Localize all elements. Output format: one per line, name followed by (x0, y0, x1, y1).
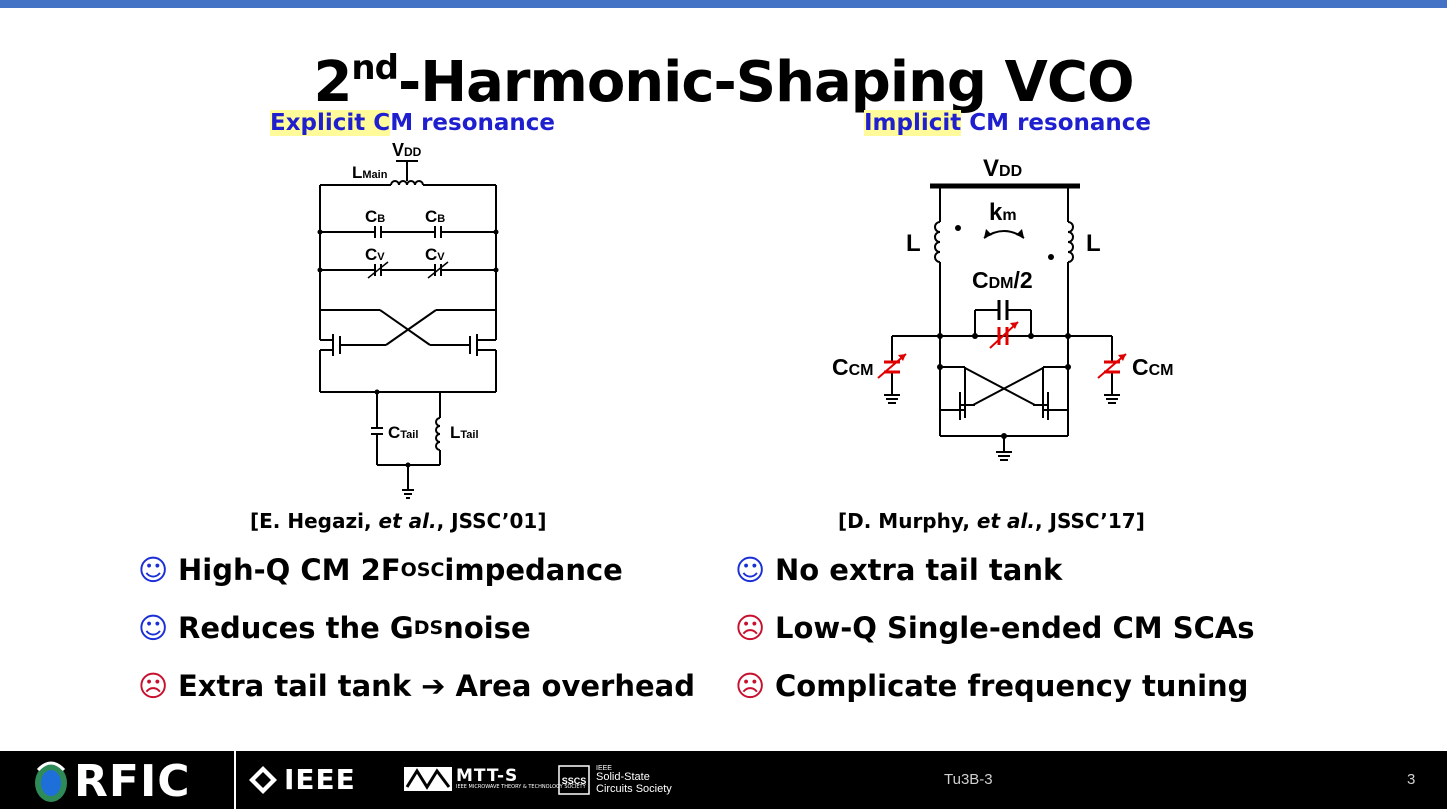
left-ctail-label: CTail (388, 423, 418, 442)
rfic-logo: RFIC (34, 755, 191, 807)
frown-icon: ☹ (735, 611, 766, 645)
left-subheading-highlight: Explicit C (270, 110, 391, 136)
left-cv-label-1: CV (365, 245, 385, 264)
frown-icon: ☹ (138, 669, 169, 703)
right-reference: [D. Murphy, et al., JSSC’17] (838, 509, 1145, 533)
left-circuit-diagram: VDD LMain CB CB CV CV CTail LTail (317, 140, 499, 499)
smiley-icon: ☺ (138, 553, 169, 587)
rfic-globe-icon (35, 761, 67, 802)
mtts-logo: MTT-S IEEE MICROWAVE THEORY & TECHNOLOGY… (404, 765, 586, 793)
left-reference: [E. Hegazi, et al., JSSC’01] (250, 509, 547, 533)
left-vdd-label: VDD (392, 140, 422, 160)
list-item: ☹Extra tail tank➔Area overhead (138, 669, 695, 703)
right-arrow-icon: ➔ (421, 669, 446, 703)
ieee-diamond-icon (249, 765, 277, 794)
left-cb-label-2: CB (425, 207, 445, 226)
left-cv-label-2: CV (425, 245, 445, 264)
footer-divider (234, 751, 236, 809)
right-circuit-diagram: VDD L L km CDM/2 CCM CCM (832, 155, 1174, 461)
list-item: ☹Low-Q Single-ended CM SCAs (735, 611, 1255, 645)
page-number: 3 (1407, 771, 1416, 788)
right-bullet-list: ☺No extra tail tank ☹Low-Q Single-ended … (735, 541, 1255, 715)
title-rest: -Harmonic-Shaping VCO (397, 50, 1135, 115)
left-lmain-label: LMain (352, 163, 388, 182)
right-subheading: Implicit CM resonance (864, 108, 1151, 138)
slide-title: 2nd-Harmonic-Shaping VCO (0, 28, 1447, 123)
right-vdd-label: VDD (983, 155, 1022, 182)
list-item: ☺No extra tail tank (735, 553, 1063, 587)
list-item: ☹Complicate frequency tuning (735, 669, 1249, 703)
top-accent-bar (0, 0, 1447, 8)
right-subheading-highlight: Implicit (864, 110, 962, 136)
frown-icon: ☹ (735, 669, 766, 703)
right-ccm-label-right: CCM (1132, 354, 1174, 380)
left-subheading-rest: M resonance (390, 110, 556, 136)
smiley-icon: ☺ (138, 611, 169, 645)
right-ccm-label-left: CCM (832, 354, 874, 380)
sscs-logo: SSCS IEEE Solid-State Circuits Society (558, 765, 672, 795)
left-subheading: Explicit CM resonance (270, 108, 555, 138)
right-cdm-label: CDM/2 (972, 267, 1033, 293)
mtts-wave-icon (404, 767, 452, 791)
sscs-chip-icon: SSCS (558, 765, 590, 795)
left-cb-label-1: CB (365, 207, 385, 226)
svg-text:SSCS: SSCS (562, 776, 587, 786)
right-l-label-left: L (906, 230, 921, 257)
title-superscript: nd (351, 48, 399, 88)
smiley-icon: ☺ (735, 553, 766, 587)
footer-bar: RFIC IEEE MTT-S IEEE MICROWAVE THEORY & … (0, 751, 1447, 809)
title-prefix: 2 (313, 50, 352, 115)
right-l-label-right: L (1086, 230, 1101, 257)
ieee-logo: IEEE (248, 763, 356, 796)
right-km-label: km (989, 199, 1017, 226)
session-code: Tu3B-3 (944, 771, 993, 788)
left-ltail-label: LTail (450, 423, 479, 442)
right-subheading-rest: CM resonance (961, 110, 1151, 136)
